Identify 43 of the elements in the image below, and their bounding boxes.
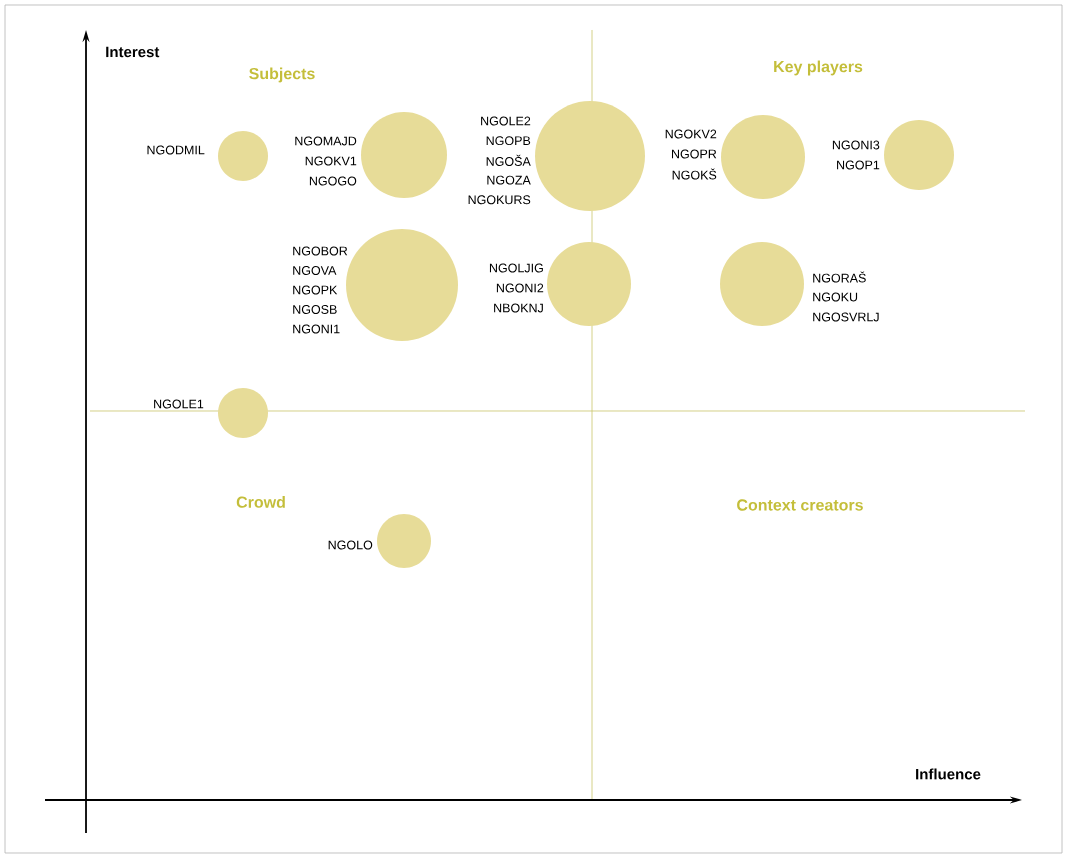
bubble-label: NGOKV2: [665, 129, 717, 139]
bubble-label: NGOLE2: [481, 116, 531, 126]
bubble-label: NGOSB: [293, 305, 337, 314]
bubble-label: NGOLJIG: [489, 263, 543, 273]
bubble-label: NGOKŠ: [672, 168, 717, 180]
bubble-label: NGORAŠ: [813, 271, 866, 283]
bubble-label: NGODMIL: [147, 145, 205, 155]
bubble-label: NGOSVRLJ: [813, 312, 879, 322]
bubble: [361, 112, 447, 198]
quadrant-label: Crowd: [236, 496, 285, 508]
bubble: [535, 101, 645, 211]
bubble-label: NGOLO: [328, 540, 373, 550]
bubble: [884, 120, 954, 190]
bubble-label: NGOPB: [486, 136, 531, 146]
bubble-label: NGOKURS: [468, 195, 531, 205]
bubble: [721, 115, 805, 199]
bubble-label: NGOKU: [813, 292, 858, 302]
bubble-label: NGOBOR: [293, 246, 348, 256]
bubble-label: NGONI1: [293, 324, 340, 334]
bubble: [218, 131, 268, 181]
bubble-label: NGONI2: [496, 283, 544, 293]
bubble: [547, 242, 631, 326]
axis-title: Interest: [106, 46, 160, 58]
quadrant-label: Key players: [774, 60, 863, 76]
bubble-label: NGOPK: [293, 285, 338, 295]
bubble-label: NGOŠA: [486, 154, 531, 166]
bubble: [720, 242, 804, 326]
quadrant-label: Context creators: [737, 499, 863, 511]
bubble: [377, 514, 431, 568]
bubble-label: NGOP1: [837, 160, 880, 170]
quadrant-label: Subjects: [249, 67, 315, 83]
bubble: [218, 388, 268, 438]
bubble: [346, 229, 458, 341]
bubble-label: NGOVA: [293, 266, 337, 275]
bubble-label: NBOKNJ: [494, 303, 543, 313]
bubble-label: NGOKV1: [305, 156, 357, 166]
axis-title: Influence: [916, 768, 981, 780]
bubble-label: NGONI3: [832, 140, 880, 150]
bubble-label: NGOMAJD: [295, 136, 357, 146]
bubble-label: NGOLE1: [154, 399, 204, 409]
bubble-label: NGOPR: [672, 149, 717, 159]
bubble-label: NGOZA: [487, 175, 531, 185]
bubble-label: NGOGO: [309, 176, 357, 186]
